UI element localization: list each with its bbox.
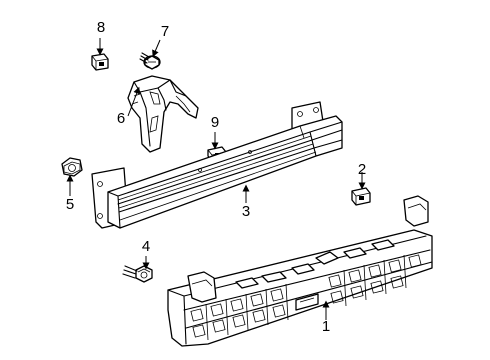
hex-nut-icon (61, 157, 83, 177)
leader-line-6 (127, 86, 141, 117)
leader-line-7 (152, 39, 161, 58)
callout-7: 7 (160, 23, 170, 40)
clip-nut-icon (351, 187, 371, 206)
impact-bar-icon (91, 101, 343, 229)
callout-8: 8 (96, 19, 106, 36)
callout-1: 1 (321, 318, 331, 335)
callout-5: 5 (65, 196, 75, 213)
mounting-bracket-icon (127, 75, 199, 153)
clip-nut-icon (91, 53, 109, 71)
bolt-icon (122, 265, 153, 283)
callout-4: 4 (141, 238, 151, 255)
callout-9: 9 (210, 114, 220, 131)
bolt-icon (139, 52, 161, 70)
callout-3: 3 (241, 203, 251, 220)
callout-6: 6 (116, 110, 126, 127)
callout-2: 2 (357, 161, 367, 178)
energy-absorber-icon (167, 195, 433, 347)
